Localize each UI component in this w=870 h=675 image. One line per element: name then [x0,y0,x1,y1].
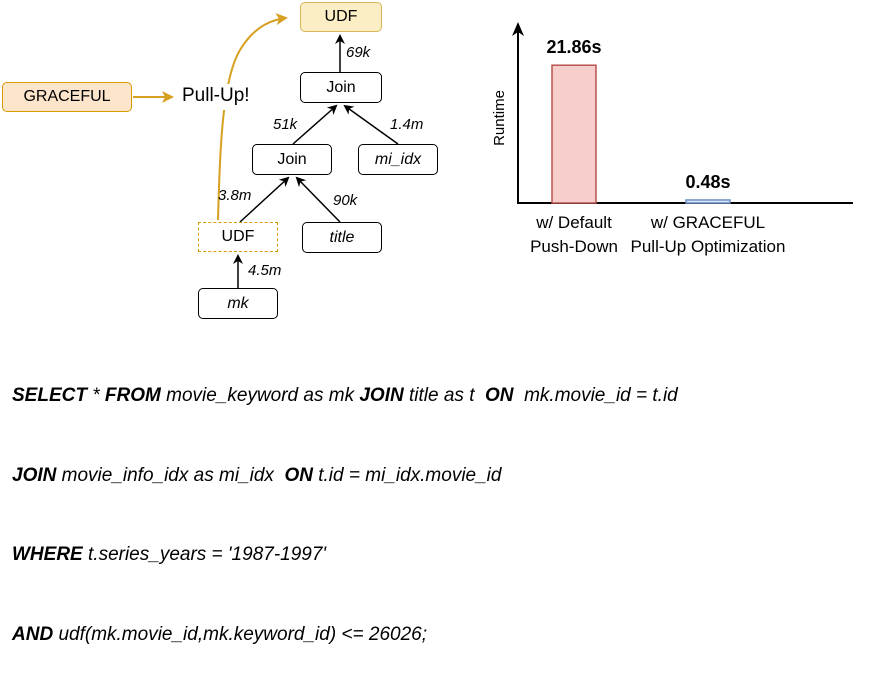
x-tick-label-0-0: w/ Default [535,213,612,232]
edge-label-51k: 51k [273,116,298,133]
edge-title-to-join-mid [295,176,341,223]
sql-text: movie_info_idx as mi_idx [56,464,285,486]
join-node-top: Join [300,72,382,103]
sql-line-3: WHERE t.series_years = '1987-1997' [12,542,678,569]
sql-text: * [86,385,105,406]
edge-udf-to-join-mid [239,176,290,223]
x-tick-label-1-1: Pull-Up Optimization [631,237,786,256]
sql-keyword: JOIN [359,385,404,406]
sql-line-4: AND udf(mk.movie_id,mk.keyword_id) <= 26… [12,622,678,649]
sql-line-2: JOIN movie_info_idx as mi_idx ON t.id = … [12,463,678,490]
mi-idx-node: mi_idx [358,144,438,175]
bar-data-label-1: 0.48s [685,172,730,192]
edge-label-69k: 69k [346,44,371,61]
sql-keyword: JOIN [12,464,57,486]
query-plan-diagram: UDF Join Join mi_idx UDF title mk GRACEF… [0,0,460,325]
sql-text: t.id = mi_idx.movie_id [312,464,502,486]
sql-text: udf(mk.movie_id,mk.keyword_id) <= 26026; [53,623,428,645]
sql-query: SELECT * FROM movie_keyword as mk JOIN t… [12,330,678,675]
sql-keyword: AND [12,623,54,645]
x-tick-label-0-1: Push-Down [530,237,618,256]
sql-keyword: SELECT [12,385,87,406]
sql-keyword: WHERE [12,544,83,565]
sql-text: t.series_years = '1987-1997' [82,544,327,565]
edge-label-3-8m: 3.8m [218,187,252,204]
title-node: title [302,222,382,253]
sql-keyword: ON [485,385,514,406]
sql-text: movie_keyword as mk [160,385,360,406]
bar-0 [551,64,597,204]
edge-label-90k: 90k [333,192,358,209]
sql-line-1: SELECT * FROM movie_keyword as mk JOIN t… [12,383,678,410]
sql-text: mk.movie_id = t.id [513,385,678,406]
bar-data-label-0: 21.86s [546,37,601,57]
pullup-arrow [217,13,288,221]
join-node-mid: Join [252,144,332,175]
y-axis-label: Runtime [491,90,508,146]
bar-1 [685,199,731,204]
udf-node-pulled-up: UDF [300,2,382,32]
edge-join-mid-to-join-top [292,104,338,145]
udf-node-original: UDF [198,222,278,252]
sql-keyword: FROM [104,385,161,406]
plan-edges [133,13,399,288]
edge-label-4-5m: 4.5m [248,262,282,279]
x-tick-label-1-0: w/ GRACEFUL [650,213,765,232]
edge-mi-idx-to-join-top [343,104,399,145]
sql-keyword: ON [284,464,313,486]
mk-node: mk [198,288,278,319]
sql-text: title as t [403,385,486,406]
edge-label-1-4m: 1.4m [390,116,424,133]
graceful-node: GRACEFUL [2,82,132,112]
pullup-label: Pull-Up! [182,85,250,106]
